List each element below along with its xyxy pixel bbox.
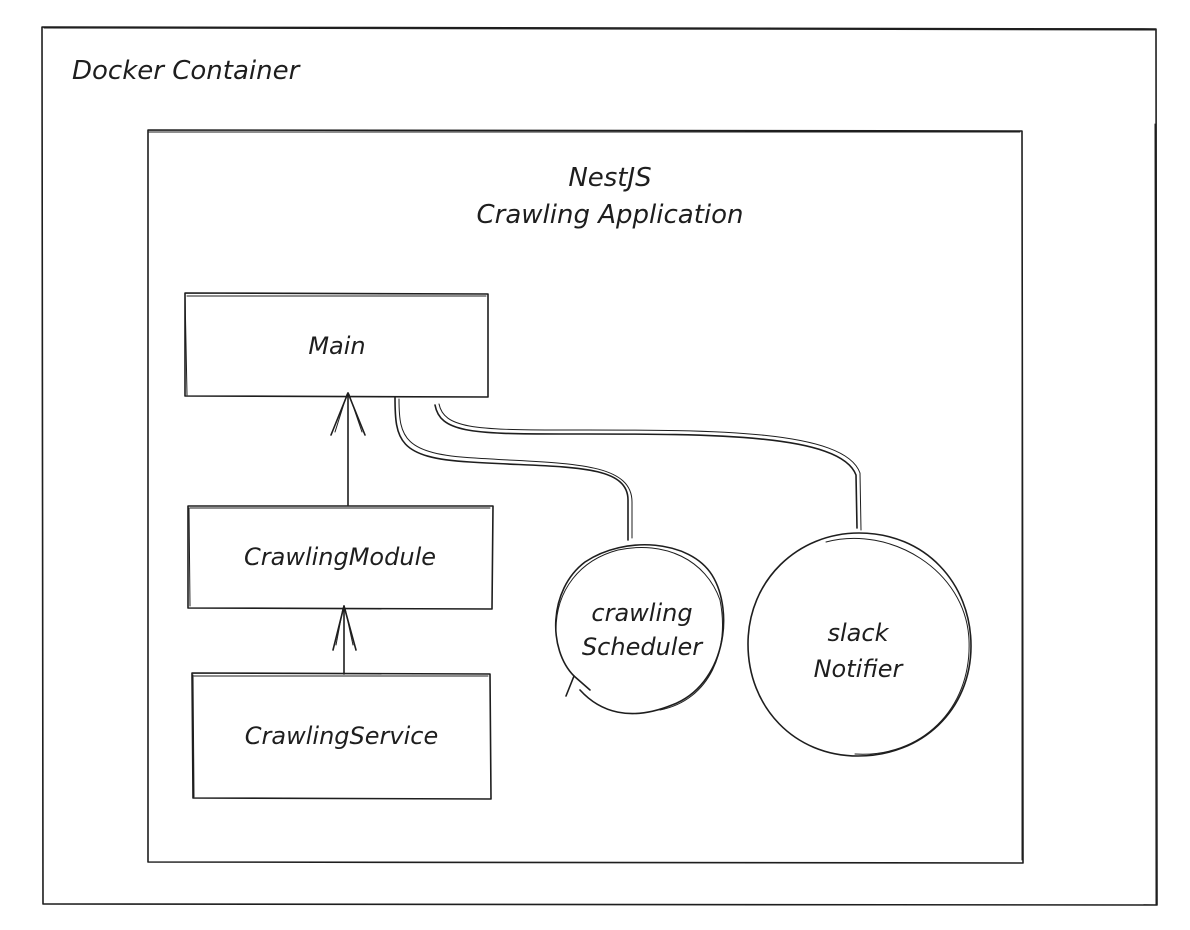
slack-notifier-line1: slack [827,619,889,647]
arrow-service-to-module [332,605,357,675]
slack-notifier-circle [747,532,972,757]
connector-main-to-scheduler [394,396,633,541]
crawling-scheduler-line2: Scheduler [581,633,703,661]
connector-main-to-notifier [434,403,862,531]
application-title: NestJS Crawling Application [360,160,860,234]
crawling-scheduler-label: crawling Scheduler [552,596,732,664]
crawling-scheduler-line1: crawling [591,599,693,627]
crawling-module-label: CrawlingModule [243,543,436,571]
nestjs-application-frame [147,129,1024,864]
application-title-line2: Crawling Application [476,200,744,230]
crawling-service-box [191,672,492,800]
crawling-module-box [187,505,494,610]
crawling-scheduler-circle [555,544,725,715]
main-label: Main [308,332,366,360]
application-title-line1: NestJS [568,163,652,193]
docker-container-frame [41,26,1158,906]
slack-notifier-line2: Notifier [813,655,903,683]
main-box [184,292,489,398]
crawling-service-label: CrawlingService [244,722,439,750]
slack-notifier-label: slack Notifier [768,615,948,687]
arrow-module-to-main [330,392,366,506]
docker-container-label: Docker Container [72,56,300,86]
